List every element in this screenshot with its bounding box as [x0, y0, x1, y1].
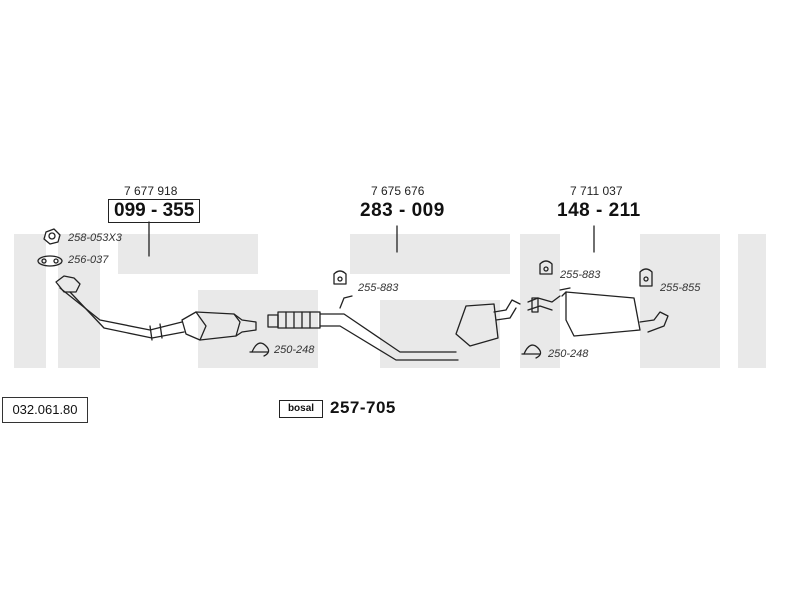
watermark-block [350, 234, 510, 274]
middle-pipe-silencer [267, 295, 521, 361]
watermark-block [380, 300, 500, 368]
watermark-block [14, 234, 46, 368]
accessory-code[interactable]: 258-053X3 [68, 232, 122, 244]
rubber-hanger-icon [539, 260, 553, 275]
accessory-code[interactable]: 255-883 [358, 282, 399, 294]
accessory-code[interactable]: 250-248 [548, 348, 589, 360]
bosal-logo: bosal [279, 400, 323, 418]
accessory-code[interactable]: 250-248 [274, 344, 315, 356]
clamp-icon [249, 342, 270, 357]
watermark-block [640, 234, 720, 368]
accessory-code[interactable]: 256-037 [68, 254, 109, 266]
kit-part-number[interactable]: 257-705 [330, 398, 396, 417]
watermark-block [198, 290, 318, 368]
part-number[interactable]: 148 - 211 [557, 200, 641, 221]
watermark-block [738, 234, 766, 368]
rubber-hanger-icon [333, 270, 347, 285]
oe-reference: 7 675 676 [371, 184, 425, 198]
nut-icon [43, 228, 61, 245]
front-pipe-catalyst [55, 275, 257, 341]
oe-reference: 7 677 918 [124, 184, 178, 198]
rubber-hanger-icon [639, 268, 653, 287]
clamp-icon [521, 344, 542, 359]
diagram-number: 032.061.80 [2, 397, 88, 423]
accessory-code[interactable]: 255-855 [660, 282, 701, 294]
gasket-icon [37, 255, 63, 267]
oe-reference: 7 711 037 [570, 184, 623, 198]
accessory-code[interactable]: 255-883 [560, 269, 601, 281]
part-number[interactable]: 283 - 009 [360, 200, 445, 221]
watermark-block [118, 234, 258, 274]
part-number[interactable]: 099 - 355 [108, 199, 201, 223]
rear-silencer [527, 287, 669, 337]
